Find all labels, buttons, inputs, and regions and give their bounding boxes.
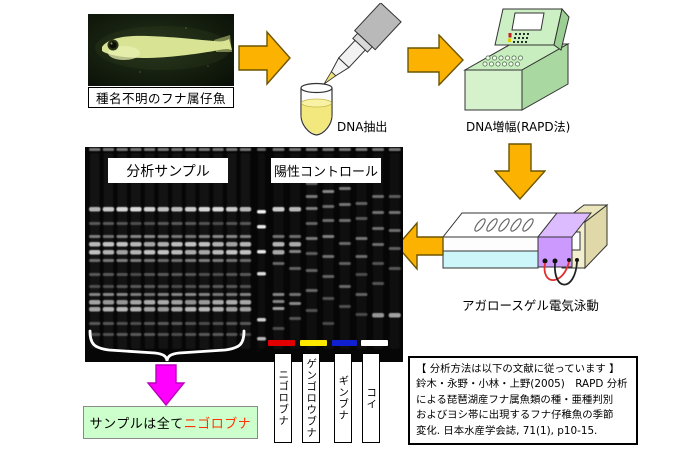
fish-larva-illustration: [88, 14, 234, 86]
reference-line: 変化. 日本水産学会誌, 71(1), p10-15.: [416, 424, 598, 437]
sample-group-label: 分析サンプル: [108, 158, 228, 183]
result-arrow-down: [146, 364, 186, 406]
flow-arrow-right-1: [238, 30, 291, 86]
reference-line: 鈴木・永野・小林・上野(2005) RAPD 分析: [416, 378, 628, 391]
conclusion-species: ニゴロブナ: [183, 417, 252, 432]
reference-box: 【 分析方法は以下の文献に従っています 】 鈴木・永野・小林・上野(2005) …: [408, 356, 638, 445]
electrophoresis-illustration: [441, 203, 609, 286]
electrophoresis-label: アガロースゲル電気泳動: [462, 298, 599, 313]
flow-arrow-right-2: [407, 34, 464, 86]
marker-bar: [361, 340, 388, 346]
flow-arrow-down: [494, 143, 546, 200]
dna-extraction-label: DNA抽出: [337, 120, 388, 134]
dna-amplification-label: DNA増幅(RAPD法): [466, 120, 571, 134]
sample-group-brace: [88, 329, 246, 362]
specimen-photo: [88, 14, 234, 86]
marker-bar: [268, 340, 295, 346]
conclusion-text: サンプルは全て: [89, 417, 184, 432]
marker-label-nigorobuna: ニゴロブナ: [274, 353, 292, 443]
gel-photo: 分析サンプル 陽性コントロール: [85, 147, 403, 362]
marker-label-ginbuna: ギンブナ: [334, 353, 352, 443]
reference-line: およびヨシ帯に出現するフナ仔稚魚の季節: [416, 409, 614, 422]
specimen-caption: 種名不明のフナ属仔魚: [88, 87, 234, 108]
marker-label-gengoroubuna: ゲンゴロウブナ: [302, 353, 320, 443]
reference-line: による琵琶湖産フナ属魚類の種・亜種判別: [416, 393, 614, 406]
flow-arrow-left: [396, 221, 444, 271]
reference-line: 【 分析方法は以下の文献に従っています 】: [416, 363, 620, 375]
conclusion-box: サンプルは全てニゴロブナ: [83, 406, 258, 439]
marker-bar: [300, 340, 327, 346]
marker-label-koi: コイ: [362, 353, 380, 443]
dna-extraction-illustration: [300, 3, 402, 136]
control-group-label: 陽性コントロール: [271, 158, 381, 183]
marker-bar: [332, 340, 357, 346]
gel-bands-layer: [89, 148, 401, 349]
thermal-cycler-illustration: [463, 7, 570, 111]
